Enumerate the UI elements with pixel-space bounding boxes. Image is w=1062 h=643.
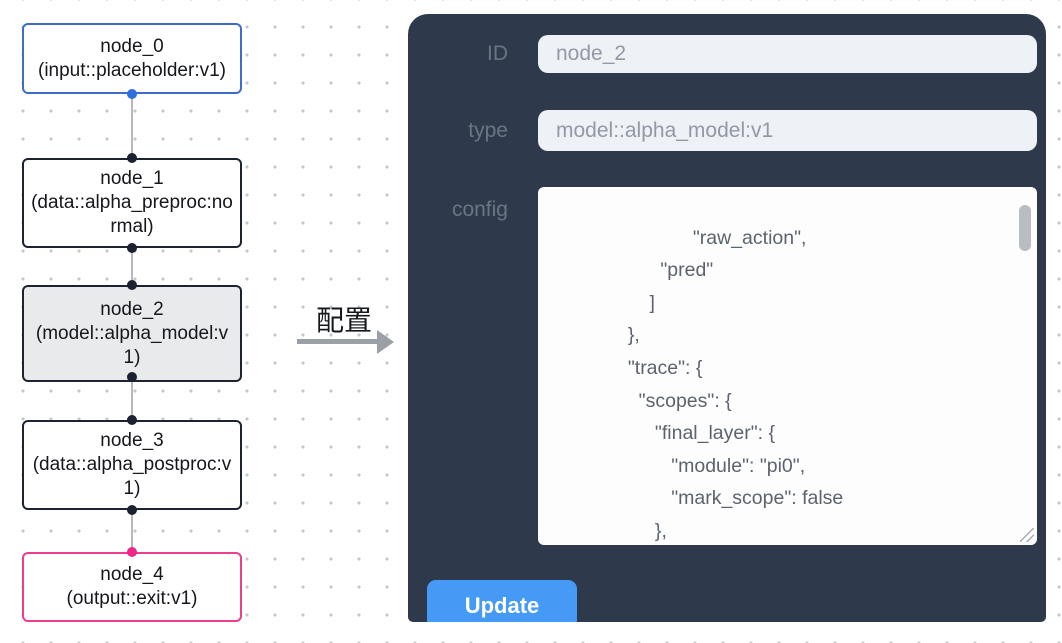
node-config-panel: ID node_2 type model::alpha_model:v1 con… — [408, 14, 1046, 622]
handle-node3-source[interactable] — [127, 505, 137, 515]
id-field-label: ID — [487, 42, 508, 65]
configure-label: 配置 — [315, 305, 372, 336]
id-input[interactable]: node_2 — [538, 35, 1037, 73]
update-button[interactable]: Update — [427, 580, 577, 622]
node-id: node_1 — [100, 168, 164, 189]
configure-arrow-line — [297, 339, 377, 344]
handle-node2-target[interactable] — [127, 280, 137, 290]
node-id: node_3 — [100, 430, 164, 451]
node-id: node_0 — [100, 35, 164, 57]
handle-node4-target[interactable] — [127, 547, 137, 557]
handle-node3-target[interactable] — [127, 415, 137, 425]
node-type: (data::alpha_postproc:v1) — [32, 454, 232, 499]
edge-node2-node3 — [131, 382, 133, 420]
flow-node-postproc[interactable]: node_3 (data::alpha_postproc:v1) — [22, 420, 242, 510]
config-json-textarea[interactable]: "raw_action", "pred" ] }, "trace": { "sc… — [538, 187, 1037, 545]
node-type: (input::placeholder:v1) — [38, 59, 226, 81]
node-id: node_2 — [100, 298, 164, 320]
node-id: node_4 — [100, 564, 164, 585]
flow-node-input[interactable]: node_0 (input::placeholder:v1) — [22, 23, 242, 94]
edge-node1-node2 — [131, 248, 133, 285]
node-type: (data::alpha_preproc:normal) — [31, 192, 233, 237]
config-json-text: "raw_action", "pred" ] }, "trace": { "sc… — [627, 226, 844, 542]
handle-node1-source[interactable] — [127, 243, 137, 253]
flow-node-preproc[interactable]: node_1 (data::alpha_preproc:normal) — [22, 158, 242, 248]
edge-node0-node1 — [131, 94, 133, 158]
handle-node0-source[interactable] — [127, 89, 137, 99]
configure-arrow-head-icon — [377, 330, 394, 354]
flow-node-model-selected[interactable]: node_2 (model::alpha_model:v1) — [22, 285, 242, 382]
node-type: (model::alpha_model:v1) — [35, 322, 229, 368]
handle-node2-source[interactable] — [127, 372, 137, 382]
type-field-label: type — [468, 119, 508, 142]
resize-handle-icon[interactable] — [1020, 528, 1034, 542]
scrollbar-thumb[interactable] — [1019, 205, 1031, 251]
edge-node3-node4 — [131, 510, 133, 552]
config-field-label: config — [451, 198, 508, 221]
node-type: (output::exit:v1) — [66, 588, 198, 609]
type-input[interactable]: model::alpha_model:v1 — [538, 110, 1037, 151]
flow-node-output[interactable]: node_4 (output::exit:v1) — [22, 552, 242, 622]
handle-node1-target[interactable] — [127, 153, 137, 163]
